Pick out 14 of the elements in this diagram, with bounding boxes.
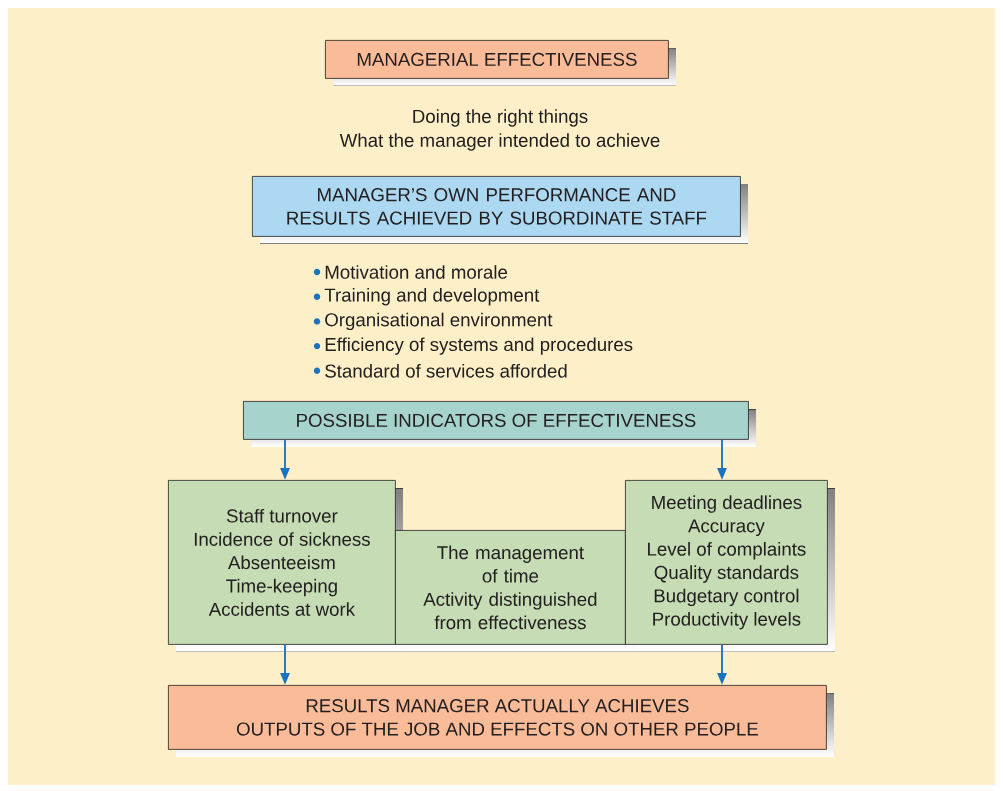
- tagline: What the manager intended to achieve: [339, 133, 660, 151]
- bullet-item: Motivation and morale: [313, 265, 508, 279]
- bullet-item: Training and development: [313, 288, 540, 306]
- heading-box: MANAGERIAL EFFECTIVENESS: [325, 40, 676, 86]
- indicator-box: Meeting deadlines Accuracy Level of complaints Quality standards Budgetary control Productivity levels: [625, 480, 835, 652]
- indicator-box: Staff turnover Incidence of sickness Absenteeism Time-keeping Accidents at work: [168, 480, 403, 652]
- indicator-box: The management of time Activity distinguished from effectiveness: [395, 530, 633, 652]
- process-box: MANAGER’S OWN PERFORMANCE AND RESULTS ACHIEVED BY SUBORDINATE STAFF: [252, 176, 748, 244]
- result-box: RESULTS MANAGER ACTUALLY ACHIEVES OUTPUTS OF THE JOB AND EFFECTS ON OTHER PEOPLE: [168, 685, 834, 757]
- tagline: Doing the right things: [413, 109, 588, 127]
- process-box: POSSIBLE INDICATORS OF EFFECTIVENESS: [243, 401, 756, 447]
- bullet-item: Organisational environment: [313, 312, 553, 331]
- bullet-item: Efficiency of systems and procedures: [313, 337, 633, 355]
- bullet-item: Standard of services afforded: [313, 363, 567, 378]
